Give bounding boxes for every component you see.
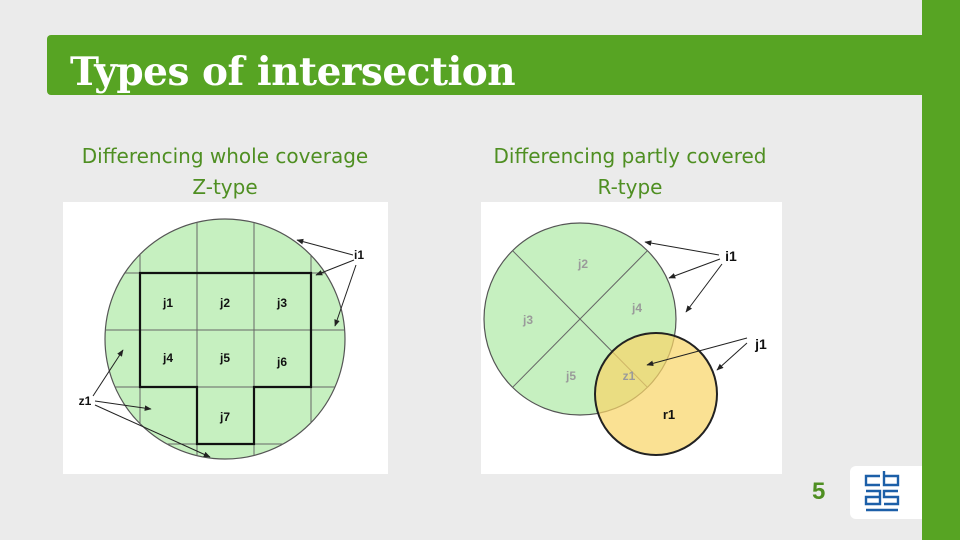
- arrow-z1-2: [94, 400, 152, 411]
- label-i1: i1: [725, 248, 737, 264]
- arrow-j1-2: [716, 342, 748, 371]
- cell-label-j2: j2: [219, 296, 230, 310]
- cbs-logo-icon: [864, 471, 900, 512]
- cell-label-j1: j1: [162, 296, 173, 310]
- arrow-i1-3: [685, 263, 723, 313]
- intersection-outline: [138, 271, 313, 446]
- sector-label-j4: j4: [631, 301, 642, 315]
- slide-title: Types of intersection: [70, 49, 516, 95]
- left-caption: Differencing whole coverage Z-type: [58, 141, 392, 203]
- right-caption: Differencing partly covered R-type: [475, 141, 785, 203]
- r-type-diagram-svg: j2 j3 j4 j5 z1 r1 i1 j1: [483, 222, 767, 456]
- label-i1: i1: [354, 248, 364, 262]
- z-type-diagram-svg: j1 j2 j3 j4 j5 j6 j7 i1 z1: [79, 218, 364, 460]
- right-caption-line2: R-type: [597, 175, 663, 199]
- cell-label-j6: j6: [276, 355, 287, 369]
- label-r1: r1: [663, 407, 675, 422]
- arrow-i1-2: [315, 259, 355, 276]
- arrow-z1-3: [94, 404, 211, 458]
- z-type-diagram: j1 j2 j3 j4 j5 j6 j7 i1 z1: [63, 202, 388, 474]
- arrow-i1-1: [644, 240, 720, 256]
- cell-label-j5: j5: [219, 351, 230, 365]
- cell-label-j7: j7: [219, 410, 230, 424]
- cell-label-j3: j3: [276, 296, 287, 310]
- page-number: 5: [812, 478, 826, 505]
- r1-circle: [594, 332, 718, 456]
- sector-label-j3: j3: [522, 313, 533, 327]
- coverage-circle: [104, 218, 346, 460]
- r-type-diagram: j2 j3 j4 j5 z1 r1 i1 j1: [481, 202, 782, 474]
- cell-label-j4: j4: [162, 351, 173, 365]
- arrow-z1-1: [92, 349, 124, 397]
- right-caption-line1: Differencing partly covered: [493, 144, 767, 168]
- label-z1: z1: [623, 369, 636, 383]
- sector-label-j2: j2: [577, 257, 588, 271]
- arrow-i1-3: [334, 264, 357, 327]
- label-z1: z1: [79, 394, 92, 408]
- title-bar: [47, 35, 922, 95]
- arrow-i1-1: [296, 238, 354, 256]
- arrow-j1-1: [646, 337, 748, 367]
- right-accent-bar: [922, 0, 960, 540]
- label-j1: j1: [754, 336, 767, 352]
- cbs-logo: [850, 466, 922, 519]
- left-caption-line1: Differencing whole coverage: [81, 144, 369, 168]
- left-caption-line2: Z-type: [192, 175, 258, 199]
- arrow-i1-2: [668, 258, 721, 279]
- sector-label-j5: j5: [565, 369, 576, 383]
